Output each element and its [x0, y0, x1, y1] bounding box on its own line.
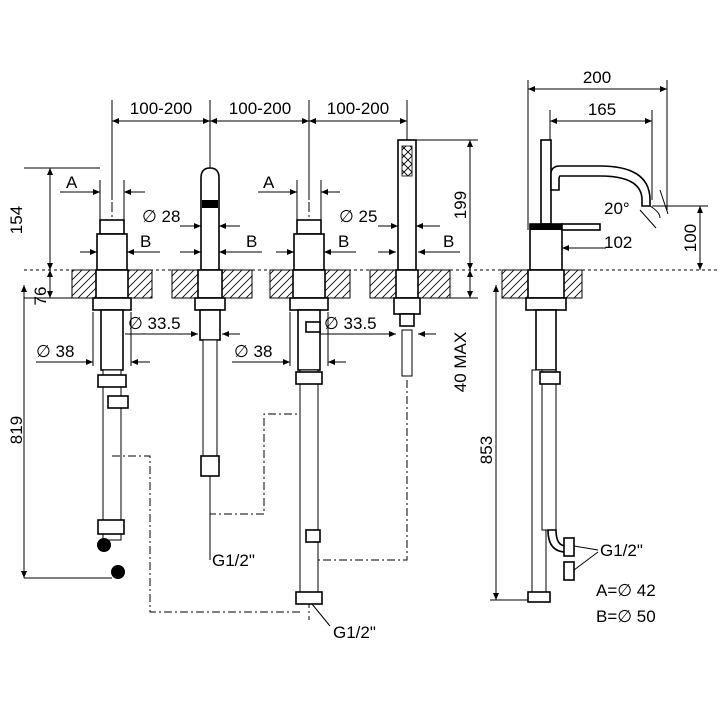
label-b-3: B — [338, 232, 349, 251]
label-b-4: B — [443, 232, 454, 251]
label-a-1: A — [66, 173, 78, 192]
max-40-label: 40 MAX — [451, 332, 470, 392]
label-b-2: B — [246, 232, 257, 251]
diameter-33-5-label-1: ∅ 33.5 — [128, 314, 181, 333]
legend-a: A=∅ 42 — [596, 581, 656, 600]
spacing-label-3: 100-200 — [327, 99, 389, 118]
diameter-33-5-label-2: ∅ 33.5 — [324, 314, 377, 333]
hose-853-label: 853 — [477, 436, 496, 464]
legend-b: B=∅ 50 — [596, 607, 656, 626]
label-a-2: A — [263, 173, 275, 192]
thread-labels: G1/2" G1/2" G1/2" — [209, 476, 643, 642]
valve-middle: A B ∅ 38 — [232, 130, 356, 620]
hose-819-label: 819 — [7, 416, 26, 444]
thread-label-3: G1/2" — [600, 541, 643, 560]
spacing-dimensions: 100-200 100-200 100-200 — [111, 99, 408, 200]
left-vertical-dimensions: 154 76 819 — [7, 167, 112, 579]
legend: A=∅ 42 B=∅ 50 — [596, 581, 656, 626]
handshower-199-label: 199 — [451, 191, 470, 219]
hand-shower: ∅ 25 B ∅ 33.5 199 40 MAX 853 — [320, 139, 540, 601]
side-200-label: 200 — [583, 68, 611, 87]
label-b-1: B — [140, 232, 151, 251]
thread-label-1: G1/2" — [212, 551, 255, 570]
spout-100-label: 100 — [681, 224, 700, 252]
diameter-25-label: ∅ 25 — [339, 207, 377, 226]
diameter-38-label-2: ∅ 38 — [234, 342, 272, 361]
diameter-28-label: ∅ 28 — [142, 207, 180, 226]
spacing-label-1: 100-200 — [130, 99, 192, 118]
spout: ∅ 28 B ∅ 33.5 — [125, 167, 262, 477]
spout-165-label: 165 — [588, 100, 616, 119]
connection-lines — [112, 380, 408, 613]
height-154-label: 154 — [7, 206, 26, 234]
valve-left: A B ∅ 38 — [36, 130, 160, 579]
deck-76-label: 76 — [31, 287, 50, 306]
diameter-38-label-1: ∅ 38 — [36, 342, 74, 361]
base-102-label: 102 — [604, 233, 632, 252]
side-view: 200 165 20° 100 102 — [525, 68, 708, 603]
spacing-label-2: 100-200 — [229, 99, 291, 118]
thread-label-2: G1/2" — [333, 623, 376, 642]
angle-label: 20° — [604, 199, 630, 218]
